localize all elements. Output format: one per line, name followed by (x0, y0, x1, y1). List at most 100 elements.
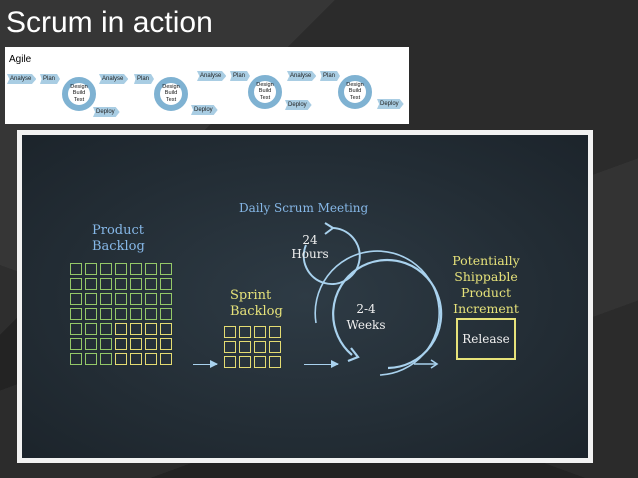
sprint-item (239, 326, 251, 338)
backlog-item (115, 278, 127, 290)
sprint-item (254, 326, 266, 338)
cycle-icon (338, 75, 372, 109)
agile-label: Agile (9, 54, 32, 65)
backlog-item (70, 353, 82, 365)
sprint-item (224, 326, 236, 338)
backlog-item (160, 278, 172, 290)
backlog-item (115, 263, 127, 275)
backlog-item (130, 263, 142, 275)
chalkboard-frame: Product Backlog Sprint Backlog Daily Scr… (17, 130, 593, 463)
slide-title: Scrum in action (6, 6, 213, 39)
analyse-tag: Analyse (287, 71, 317, 81)
backlog-item (145, 323, 157, 335)
backlog-item (145, 308, 157, 320)
weeks-label: 2-4 Weeks (346, 302, 386, 332)
backlog-item (145, 278, 157, 290)
arrow-to-release (414, 359, 439, 369)
sprint-item (269, 326, 281, 338)
backlog-item (115, 323, 127, 335)
release-box: Release (456, 318, 516, 360)
backlog-item (145, 353, 157, 365)
backlog-item (100, 293, 112, 305)
chalkboard: Product Backlog Sprint Backlog Daily Scr… (22, 135, 588, 458)
analyse-tag: Analyse (7, 74, 37, 84)
backlog-item (85, 338, 97, 350)
backlog-item (115, 293, 127, 305)
backlog-item (100, 308, 112, 320)
backlog-item (100, 338, 112, 350)
deploy-tag: Deploy (377, 99, 404, 109)
backlog-item (85, 323, 97, 335)
scrum-cycles (302, 222, 443, 376)
hours-label: 24 Hours (291, 233, 329, 261)
backlog-item (115, 338, 127, 350)
backlog-item (115, 308, 127, 320)
product-backlog-label: Product Backlog (92, 223, 145, 254)
sprint-item (269, 356, 281, 368)
analyse-tag: Analyse (99, 74, 129, 84)
backlog-item (100, 323, 112, 335)
backlog-item (160, 263, 172, 275)
sprint-backlog-label: Sprint Backlog (230, 288, 283, 319)
backlog-item (85, 293, 97, 305)
backlog-item (160, 293, 172, 305)
backlog-item (130, 323, 142, 335)
backlog-item (145, 263, 157, 275)
backlog-item (70, 278, 82, 290)
sprint-item (269, 341, 281, 353)
sprint-cycle-icon (314, 250, 443, 376)
deploy-tag: Deploy (285, 100, 312, 110)
backlog-item (130, 353, 142, 365)
backlog-item (160, 323, 172, 335)
backlog-item (85, 308, 97, 320)
deploy-tag: Deploy (93, 107, 120, 117)
backlog-item (115, 353, 127, 365)
analyse-tag: Analyse (197, 71, 227, 81)
increment-label: Potentially Shippable Product Increment (452, 253, 520, 316)
sprint-item (224, 356, 236, 368)
plan-tag: Plan (320, 71, 341, 81)
backlog-item (160, 308, 172, 320)
sprint-item (254, 356, 266, 368)
backlog-item (160, 353, 172, 365)
backlog-item (130, 293, 142, 305)
sprint-item (239, 356, 251, 368)
sprint-item (224, 341, 236, 353)
sprint-item (254, 341, 266, 353)
backlog-item (100, 353, 112, 365)
plan-tag: Plan (134, 74, 155, 84)
backlog-item (160, 338, 172, 350)
backlog-item (130, 278, 142, 290)
backlog-item (145, 293, 157, 305)
cycle-icon (248, 75, 282, 109)
backlog-item (85, 278, 97, 290)
backlog-item (70, 293, 82, 305)
daily-scrum-label: Daily Scrum Meeting (239, 201, 369, 215)
backlog-item (145, 338, 157, 350)
backlog-item (70, 308, 82, 320)
backlog-item (70, 323, 82, 335)
backlog-item (100, 278, 112, 290)
arrow-to-sprint-cycle (304, 360, 339, 368)
cycle-icon (154, 77, 188, 111)
arrow-to-sprint (193, 360, 218, 368)
cycle-icon (62, 77, 96, 111)
backlog-item (70, 263, 82, 275)
backlog-item (70, 338, 82, 350)
backlog-item (130, 308, 142, 320)
sprint-item (239, 341, 251, 353)
backlog-item (100, 263, 112, 275)
plan-tag: Plan (230, 71, 251, 81)
plan-tag: Plan (40, 74, 61, 84)
backlog-item (85, 263, 97, 275)
backlog-item (85, 353, 97, 365)
